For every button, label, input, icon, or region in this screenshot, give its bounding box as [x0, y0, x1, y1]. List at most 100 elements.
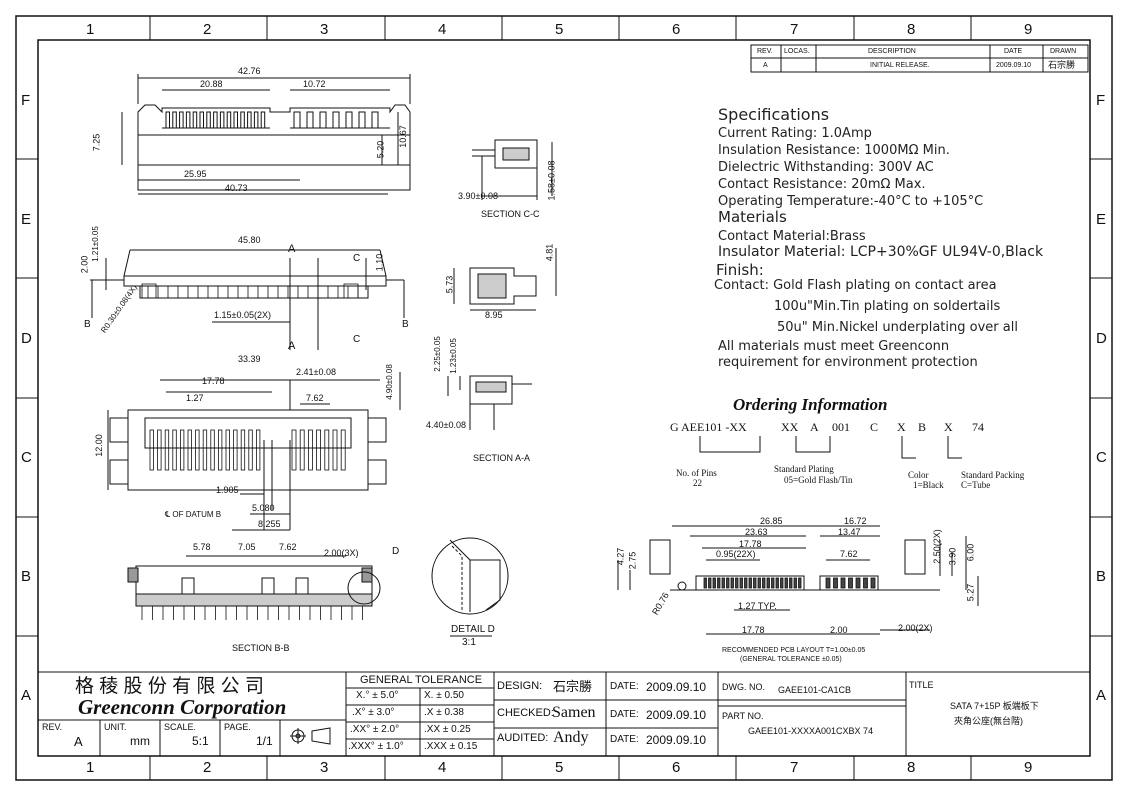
dim-label: 10.72 — [303, 79, 326, 89]
bottom-contact — [248, 429, 253, 471]
grid-col-label: 8 — [907, 759, 916, 776]
grid-col-label: 3 — [320, 759, 329, 776]
plating-value: 05=Gold Flash/Tin — [784, 475, 853, 485]
section-mark: A — [288, 243, 296, 255]
pcb-pad — [766, 577, 770, 589]
contact-slot — [185, 111, 191, 129]
grid-col-label: 4 — [438, 21, 447, 38]
dim-label: 1.21±0.05 — [90, 226, 100, 262]
bottom-contact — [149, 429, 154, 471]
audited-value: Andy — [553, 729, 589, 746]
dim-label: 23.63 — [745, 527, 768, 537]
tolerance-linear: X. ± 0.50 — [424, 690, 464, 701]
spec-line: Insulation Resistance: 1000MΩ Min. — [718, 143, 950, 158]
material-line: Contact Material:Brass — [718, 229, 866, 244]
title-block — [38, 671, 1090, 756]
section-mark: C — [353, 253, 361, 264]
bottom-contact — [225, 429, 230, 471]
pcb-pad — [789, 577, 793, 589]
datum-label: ℄ OF DATUM B — [165, 510, 222, 519]
title-label: TITLE — [909, 680, 934, 690]
bottom-contact — [202, 429, 208, 471]
section-mark: C — [353, 334, 361, 345]
contact-slot — [206, 111, 211, 129]
spec-line: Current Rating: 1.0Amp — [718, 126, 872, 141]
contact-slot — [219, 111, 225, 129]
tolerance-angle: .XXX° ± 1.0° — [348, 741, 404, 752]
top-view — [121, 74, 411, 195]
pcb-note: (GENERAL TOLERANCE ±0.05) — [740, 656, 842, 663]
rev-value: A — [763, 62, 768, 69]
dim-label: 5.78 — [193, 542, 211, 552]
pins-value: 22 — [693, 478, 702, 488]
pcb-pad — [855, 577, 861, 589]
grid-col-label: 9 — [1024, 759, 1033, 776]
dim-label: 17.78 — [202, 376, 225, 386]
title-line-2: 夾角公座(無台階) — [954, 716, 1023, 726]
dim-label: 1.23±0.05 — [448, 338, 458, 374]
bottom-contact — [332, 429, 338, 471]
grid-row-label: C — [21, 449, 32, 466]
title-line-1: SATA 7+15P 板端板下 — [950, 701, 1039, 711]
company-name-cn: 格 稜 股 份 有 限 公 司 — [75, 676, 264, 697]
contact-slot — [345, 111, 353, 129]
contact-slot — [199, 111, 204, 129]
dim-label: 45.80 — [238, 235, 261, 245]
dim-label: 16.72 — [844, 516, 867, 526]
section-aa — [447, 375, 532, 430]
packing-label: Standard Packing — [961, 470, 1025, 480]
contact-slot — [371, 111, 379, 129]
section-mark: B — [84, 319, 91, 330]
date-label: DATE: — [610, 734, 639, 745]
date-header: DATE — [1004, 48, 1023, 55]
dim-label: 2.00 — [79, 255, 90, 274]
pcb-pad — [717, 577, 721, 589]
section-bb-pins — [141, 606, 363, 620]
dim-label: 17.78 — [742, 625, 765, 635]
page-label: PAGE. — [224, 722, 251, 732]
dim-label: 7.62 — [840, 549, 858, 559]
finish-line: Contact: Gold Flash plating on contact a… — [714, 278, 997, 293]
dim-label: 3.90 — [947, 547, 958, 566]
contact-slot — [226, 111, 232, 129]
date-value: 2009.09.10 — [996, 62, 1032, 69]
pcb-pad — [771, 577, 775, 589]
tolerance-linear: .XXX ± 0.15 — [424, 741, 478, 752]
design-date: 2009.09.10 — [646, 680, 707, 694]
dwg-no-value: GAEE101-CA1CB — [778, 685, 852, 695]
bottom-contact — [340, 429, 346, 471]
page-value: 1/1 — [256, 734, 273, 748]
bottom-contact — [187, 429, 192, 471]
contact-slot — [306, 111, 314, 129]
tolerance-angle: .X° ± 3.0° — [352, 707, 395, 718]
dim-label: 10.67 — [397, 125, 408, 148]
pcb-pad — [708, 577, 712, 589]
scale-label: SCALE. — [164, 722, 197, 732]
pcb-pad — [780, 577, 784, 589]
order-code-segment: 74 — [972, 420, 984, 434]
dim-label: 7.62 — [279, 542, 297, 552]
audited-date: 2009.09.10 — [646, 733, 707, 747]
grid-row-label: F — [21, 92, 31, 109]
spec-line: Operating Temperature:-40°C to +105°C — [718, 194, 984, 209]
audited-label: AUDITED: — [497, 732, 549, 744]
plating-label: Standard Plating — [774, 464, 834, 474]
order-code-segment: X — [897, 420, 906, 434]
checked-value: Samen — [552, 704, 596, 721]
dim-label: 7.25 — [91, 133, 102, 152]
design-label: DESIGN: — [497, 680, 543, 692]
pcb-note: RECOMMENDED PCB LAYOUT T=1.00±0.05 — [722, 647, 866, 654]
dwg-no-label: DWG. NO. — [722, 682, 765, 692]
grid-row-label: D — [21, 330, 32, 347]
spec-line: Dielectric Withstanding: 300V AC — [718, 160, 934, 175]
pcb-pad — [793, 577, 797, 589]
dim-label: 1.27 TYP. — [738, 601, 777, 611]
pcb-layout — [617, 525, 979, 635]
bottom-contact — [179, 429, 185, 471]
contact-slot — [260, 111, 266, 129]
pcb-pad — [798, 577, 802, 589]
rev-header: REV. — [757, 48, 773, 55]
bottom-contact — [164, 429, 170, 471]
dim-label: 2.50(2X) — [931, 529, 942, 564]
